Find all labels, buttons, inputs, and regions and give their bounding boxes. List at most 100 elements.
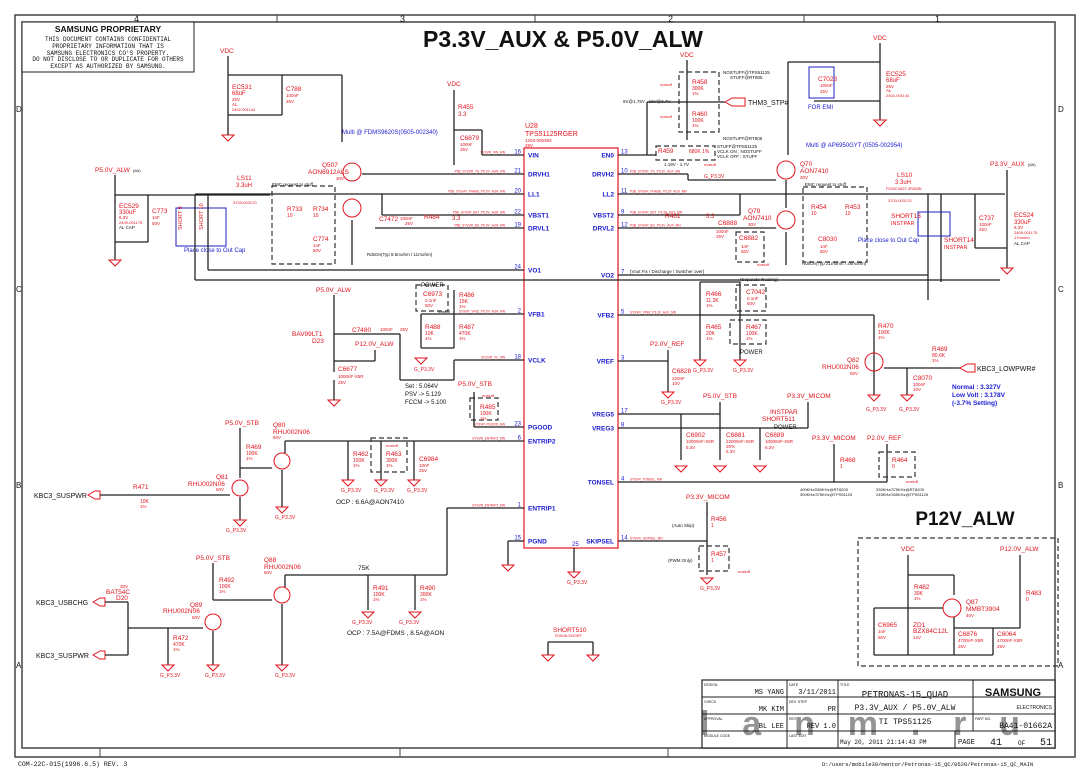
title-label: TITLE bbox=[840, 683, 850, 687]
ground-symbol bbox=[699, 577, 715, 585]
rev-value: REV 1.0 bbox=[807, 723, 836, 731]
ic-pin-number: 14 bbox=[621, 536, 628, 542]
75k-note: 75K bbox=[358, 565, 370, 572]
proprietary-box bbox=[21, 21, 195, 73]
net-label-kbc-suspwr: KBC3_SUSPWR bbox=[34, 493, 87, 500]
ec524-esr: 17mohm bbox=[1014, 235, 1030, 240]
title-line-1: PETRONAS-15_QUAD bbox=[862, 690, 948, 700]
ground-symbol bbox=[340, 479, 356, 487]
gnd-label: G_P3.3V bbox=[661, 400, 682, 406]
ec529-v: 6.3V bbox=[119, 215, 128, 220]
grid-col-label: 1 bbox=[935, 14, 940, 24]
gnd-label: G_P3.3V bbox=[567, 580, 588, 586]
proprietary-line: SAMSUNG ELECTRONICS CO'S PROPERTY. bbox=[47, 50, 169, 57]
net-label-p5-alw: P5.0V_ALW bbox=[95, 167, 131, 174]
d23-ref: D23 bbox=[312, 338, 324, 345]
r465-value: 20K bbox=[706, 331, 716, 337]
ground-symbol bbox=[866, 394, 882, 402]
r455-ref: R455 bbox=[458, 104, 474, 111]
c6828-ref: C6828 bbox=[672, 368, 692, 375]
net-label-p12-alw: P12.0V_ALW bbox=[1000, 546, 1039, 553]
r489-ref: R489 bbox=[932, 346, 948, 353]
ic-pin-number: 24 bbox=[514, 265, 521, 271]
r463-ref: R463 bbox=[386, 451, 402, 458]
page-number: 41 bbox=[990, 738, 1002, 749]
c6889-ref: C6889 bbox=[765, 432, 785, 439]
net-label-p3-aux: P3.3V_AUX bbox=[990, 161, 1025, 168]
r463-dash-box bbox=[370, 437, 408, 473]
inner-frame bbox=[21, 21, 1056, 749]
ic-pin-number: 2 bbox=[518, 309, 522, 315]
r492-tol: 1% bbox=[219, 589, 226, 594]
net-label-vdc: VDC bbox=[447, 81, 461, 88]
title-line-2: P3.3V_AUX / P5.0V_ALW bbox=[855, 704, 956, 713]
r489-tol: 1% bbox=[932, 358, 939, 363]
c7023-v: 25V bbox=[820, 89, 828, 94]
net-label-vdc: VDC bbox=[873, 35, 887, 42]
r483-ref: R483 bbox=[1026, 590, 1042, 597]
emc-dash-box-2 bbox=[802, 186, 868, 263]
r734-value: 10 bbox=[313, 213, 319, 219]
q70-part: AON7410 bbox=[800, 168, 829, 175]
short14-part: INSTPAR bbox=[944, 245, 967, 251]
c6677-value: 1000nF-X5R bbox=[338, 374, 364, 379]
gnd-label: G_P3.3V bbox=[700, 586, 721, 592]
c773-value: 1nF bbox=[152, 215, 160, 220]
r469-tol: 1% bbox=[246, 456, 253, 461]
ec529-type: AL CAP bbox=[119, 225, 135, 230]
c8070-value: 100nF bbox=[913, 382, 926, 387]
r457-note: nostuff bbox=[738, 569, 751, 574]
r458-ref: R458 bbox=[692, 79, 708, 86]
q507-multi: Multi @ FDMS9620S(0505-002340) bbox=[342, 130, 438, 136]
normal-voltage-note: Normal : 3.327V bbox=[952, 384, 1001, 391]
ic-gnd-pin: 25 bbox=[572, 542, 579, 548]
zd1-ref: ZD1 bbox=[913, 622, 926, 629]
ic-pin-name: PGOOD bbox=[528, 425, 553, 432]
q82-ref: Q82 bbox=[847, 357, 860, 364]
c6876-v: 25V bbox=[958, 644, 966, 649]
q70-mosfet bbox=[776, 160, 796, 180]
r459-dash-box bbox=[655, 145, 716, 161]
net-label-p3-micom: P3.3V_MICOM bbox=[686, 494, 730, 501]
c6902-value: 10000nF-X5R bbox=[686, 439, 715, 444]
q507-part: AON6912ALS bbox=[308, 169, 349, 176]
r734-ref: R734 bbox=[313, 206, 329, 213]
ec525-code: 2402-001144 bbox=[886, 93, 910, 98]
q79-part: AON7410 bbox=[743, 215, 772, 222]
ic-pin-net: SYSVR_PGOOD_MN bbox=[474, 423, 506, 427]
dev-step-value: PR bbox=[828, 706, 837, 714]
short14-ref: SHORT14 bbox=[944, 237, 974, 244]
pwm-only-note: (PWM Only) bbox=[668, 558, 693, 563]
freq-note-2b: 245KHz/305KHz@TPS51125 bbox=[876, 492, 929, 497]
place-close-note-1: Place close to Out Cap bbox=[184, 248, 246, 254]
net-label-kbc-usbchg: KBC3_USBCHG bbox=[36, 600, 88, 607]
ic-pin-net: SYSVR_ENTRIP2_MN bbox=[472, 437, 505, 441]
r457-dash-box bbox=[698, 545, 730, 572]
short13-ref: SHORT13 bbox=[891, 213, 921, 220]
r486-value: 15K bbox=[459, 299, 469, 305]
r488-value: 10K bbox=[425, 331, 435, 337]
module-label: MODULE CODE bbox=[704, 734, 731, 738]
net-label-p2-ref: P2.0V_REF bbox=[650, 341, 684, 348]
r463-note: nostuff bbox=[386, 443, 399, 448]
ic-pin-net: P3B_SYSVR_BG_P3.3V_AUX_MN bbox=[630, 224, 681, 228]
c6876-value: 4700nF-X5R bbox=[958, 638, 984, 643]
ec524-v: 6.3V bbox=[1014, 225, 1023, 230]
ec524-value: 330uF bbox=[1014, 220, 1031, 226]
q88-ref: Q88 bbox=[264, 557, 277, 564]
r464-value: 0 bbox=[892, 464, 895, 470]
r461-ref: R461 bbox=[665, 213, 681, 220]
ground-symbol bbox=[407, 611, 423, 619]
date-value: 3/11/2011 bbox=[798, 689, 836, 697]
ic-u28[interactable]: U28 TPS51125RGER 1203-005393 28V VIN16SY… bbox=[448, 123, 687, 549]
c774-ref: C774 bbox=[313, 236, 329, 243]
q80-v: 60V bbox=[273, 435, 281, 440]
net-label-p12-alw: P12.0V_ALW bbox=[355, 341, 394, 348]
r458-tol: 1% bbox=[692, 91, 699, 96]
r458-value: 300K bbox=[692, 86, 704, 92]
gnd-label: G_P3.3V bbox=[399, 620, 420, 626]
r465-ref: R465 bbox=[706, 324, 722, 331]
r467-dash-box bbox=[729, 319, 767, 345]
q89-mosfet bbox=[204, 613, 222, 631]
